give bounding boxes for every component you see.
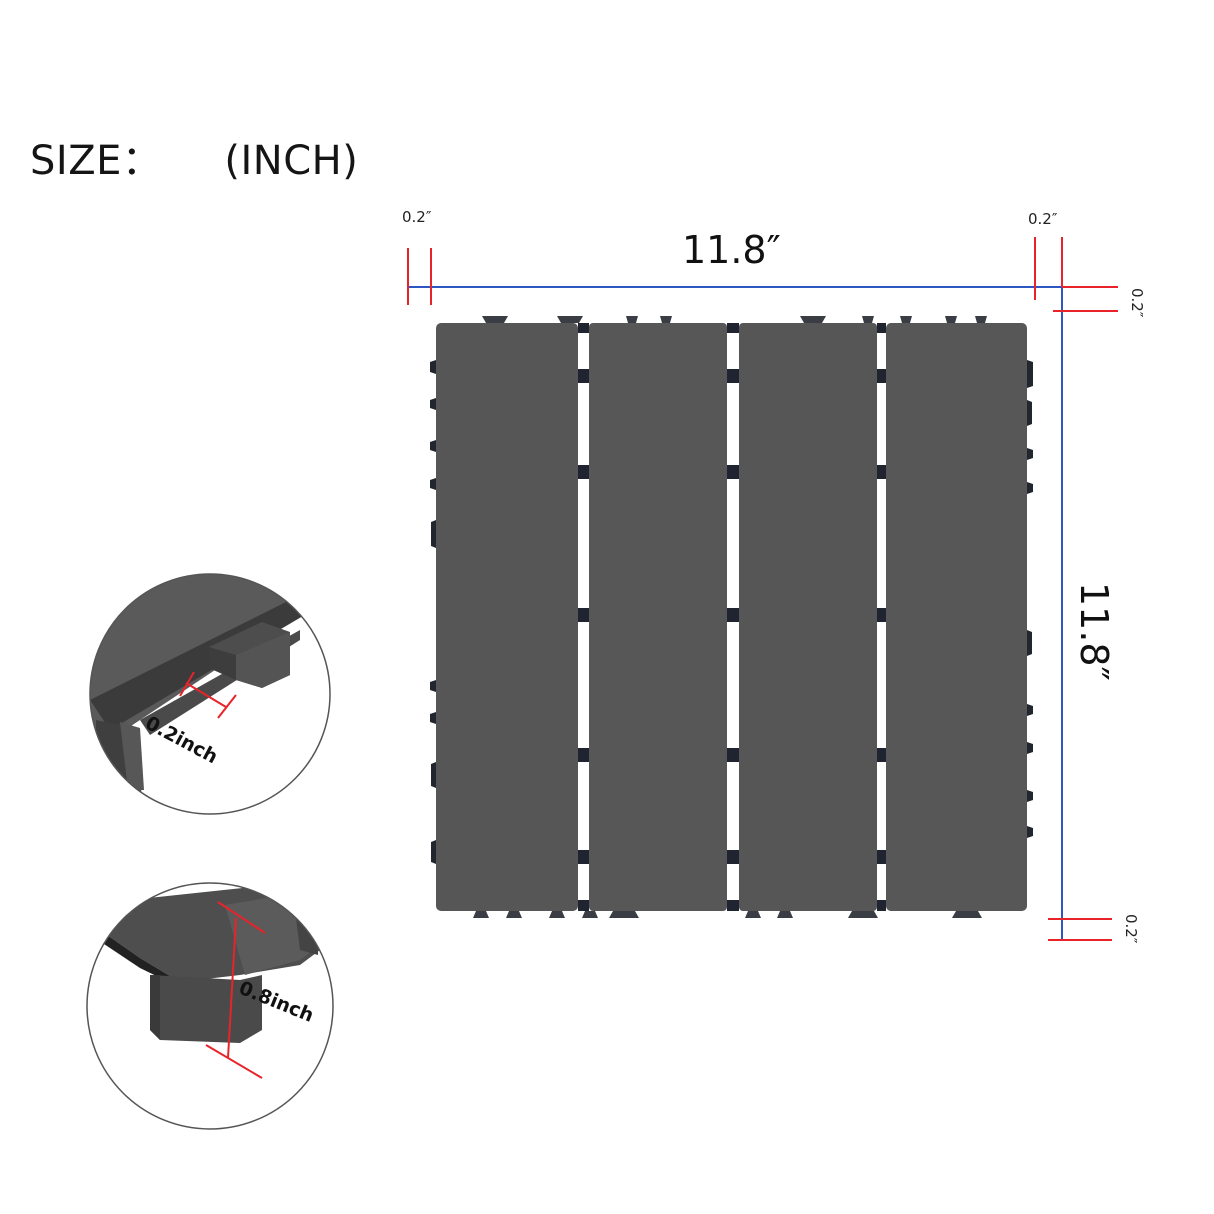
slat-1 <box>436 323 578 911</box>
left-tabs <box>430 360 436 864</box>
deck-tile <box>430 316 1033 918</box>
height-dimension <box>1048 286 1118 941</box>
height-label: 11.8″ <box>1072 582 1116 681</box>
unit-label: (INCH) <box>224 138 359 184</box>
callout-connector-gap <box>89 573 331 815</box>
size-title: SIZE： (INCH) <box>30 128 358 186</box>
size-label: SIZE： <box>30 138 163 184</box>
slat-3 <box>739 323 877 911</box>
top-tabs <box>482 316 987 323</box>
bottom-right-offset-label: 0.2″ <box>1122 914 1140 944</box>
gap-crossbars <box>578 323 886 911</box>
slat-4 <box>886 323 1027 911</box>
right-tabs <box>1027 360 1033 838</box>
callout-tile-thickness <box>86 882 334 1130</box>
bottom-tabs <box>473 911 982 918</box>
top-right-offset-label: 0.2″ <box>1128 288 1146 318</box>
width-dimension <box>407 237 1063 305</box>
width-label: 11.8″ <box>682 228 781 272</box>
right-offset-label: 0.2″ <box>1028 210 1058 228</box>
slat-2 <box>589 323 727 911</box>
left-offset-label: 0.2″ <box>402 208 432 226</box>
